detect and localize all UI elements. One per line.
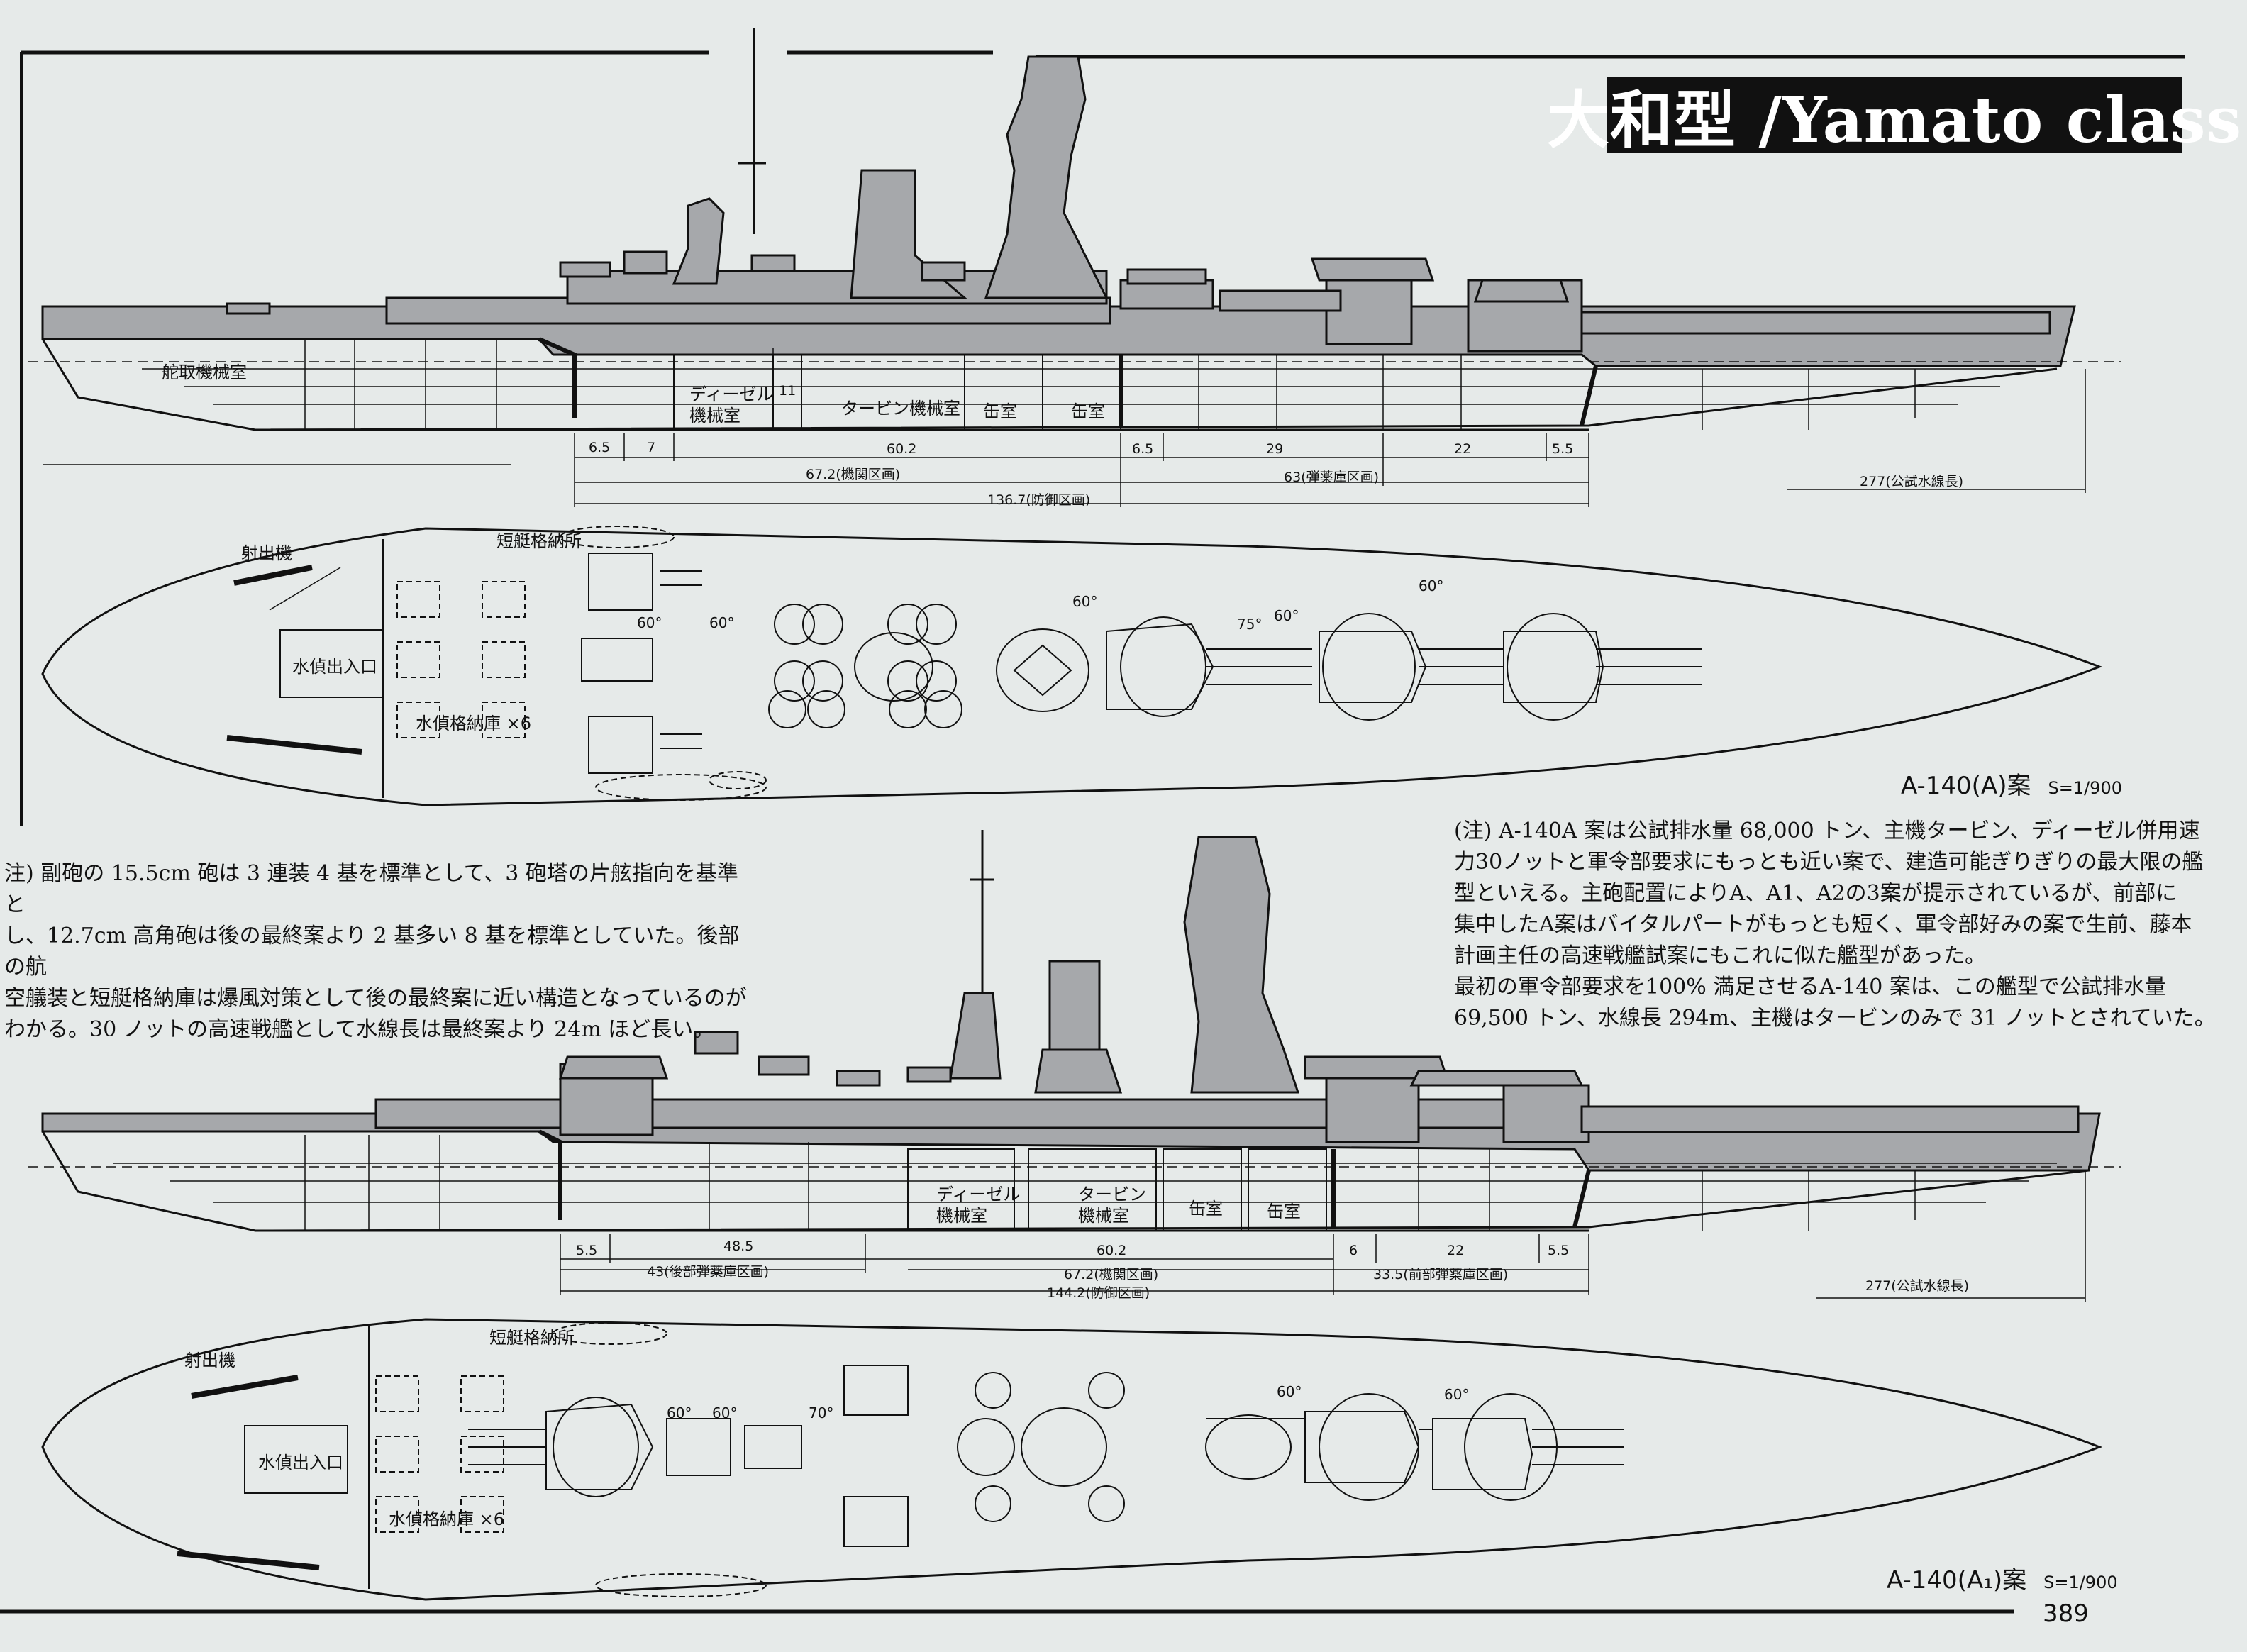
plan2-seaplane-hangar-label: 水偵格納庫 ×6: [389, 1509, 505, 1529]
plan2-top-view: [41, 1318, 2103, 1601]
plan1-boat-storage-label: 短艇格納所: [496, 531, 582, 551]
title-banner: 大和型 /Yamato class: [1547, 77, 2241, 157]
plan1-dim-waterline: 277(公試水線長): [1860, 474, 1964, 489]
plan1-dim-2: 7: [647, 440, 656, 455]
note-left-line: わかる。30 ノットの高速戦艦として水線長は最終案より 24m ほど長い。: [4, 1017, 715, 1042]
plan1-angle-4: 75°: [1237, 616, 1263, 633]
plan2-dim-1: 5.5: [576, 1243, 598, 1258]
plan2-dim-aft-magazine: 43(後部弾薬庫区画): [647, 1264, 770, 1280]
plan1-caption: A-140(A)案 S=1/900: [1901, 766, 2122, 801]
plan1-seaplane-hangar-label: 水偵格納庫 ×6: [416, 714, 532, 733]
plan2-diesel-label-2: 機械室: [936, 1206, 987, 1226]
plan2-angle-2: 60°: [712, 1404, 738, 1421]
note-left-line: 空艤装と短艇格納庫は爆風対策として後の最終案に近い構造となっているのが: [4, 986, 747, 1011]
plan1-angle-5: 60°: [1274, 607, 1299, 624]
plan2-turbine-label-1: タービン: [1078, 1185, 1146, 1204]
plan1-dim-magazine: 63(弾薬庫区画): [1284, 470, 1380, 485]
note-right-line: 69,500 トン、水線長 294m、主機はタービンのみで 31 ノットとされて…: [1454, 1006, 2216, 1031]
plan2-boiler-room-b: 缶室: [1267, 1202, 1301, 1221]
plan1-scale: S=1/900: [2048, 778, 2122, 798]
plan1-turbine-room: タービン機械室: [841, 399, 960, 418]
note-left-line: し、12.7cm 高角砲は後の最終案より 2 基多い 8 基を標準としていた。後…: [4, 924, 740, 980]
plan2-angle-3: 70°: [809, 1404, 834, 1421]
plan1-catapult-label: 射出機: [241, 543, 292, 563]
plan1-angle-1: 60°: [637, 614, 662, 631]
note-right-line: 集中したA案はバイタルパートがもっとも短く、軍令部好みの案で生前、藤本: [1454, 912, 2192, 937]
plan1-angle-2: 60°: [709, 614, 735, 631]
plan2-boat-storage-label: 短艇格納所: [489, 1328, 575, 1348]
plan1-seaplane-hatch-label: 水偵出入口: [292, 657, 377, 677]
plan2-dim-4: 6: [1349, 1243, 1358, 1258]
plan2-scale: S=1/900: [2043, 1573, 2118, 1592]
plan2-boiler-room-a: 缶室: [1189, 1199, 1223, 1219]
plan2-catapult-label: 射出機: [184, 1351, 235, 1370]
page-title: 大和型 /Yamato class: [1546, 82, 2243, 157]
plan1-angle-6: 60°: [1419, 577, 1444, 594]
plan2-dim-protected: 144.2(防御区画): [1047, 1285, 1150, 1301]
note-right-line: 型といえる。主砲配置によりA、A1、A2の3案が提示されているが、前部に: [1454, 881, 2177, 906]
plan2-diesel-label-1: ディーゼル: [936, 1185, 1021, 1204]
plan2-dim-3: 60.2: [1097, 1243, 1127, 1258]
plan1-dim-3: 60.2: [887, 441, 917, 457]
plan1-diesel-label-2: 機械室: [689, 406, 740, 426]
plan1-dim-1: 6.5: [589, 440, 611, 455]
plan2-side-profile: [28, 830, 2121, 1302]
note-right-line: 最初の軍令部要求を100% 満足させるA-140 案は、この艦型で公試排水量: [1454, 975, 2166, 999]
plan1-boiler-room-a: 缶室: [983, 401, 1017, 421]
plan2-dim-waterline: 277(公試水線長): [1865, 1278, 1970, 1294]
plan1-dim-7: 5.5: [1552, 441, 1574, 457]
plan1-dim-protected: 136.7(防御区画): [987, 492, 1091, 508]
plan1-boiler-room-b: 缶室: [1071, 401, 1105, 421]
plan1-top-view: [41, 526, 2103, 806]
plan2-turbine-label-2: 機械室: [1078, 1206, 1129, 1226]
plan2-seaplane-hatch-label: 水偵出入口: [258, 1453, 343, 1473]
note-right-line: (注) A-140A 案は公試排水量 68,000 トン、主機タービン、ディーゼ…: [1454, 819, 2200, 843]
plan1-height-mark: 11: [779, 383, 797, 399]
note-left-line: 注) 副砲の 15.5cm 砲は 3 連装 4 基を標準として、3 砲塔の片舷指…: [4, 861, 738, 917]
plan2-caption: A-140(A₁)案 S=1/900: [1887, 1560, 2118, 1595]
plan1-dim-4: 6.5: [1132, 441, 1154, 457]
plan2-dim-fwd-magazine: 33.5(前部弾薬庫区画): [1373, 1267, 1509, 1282]
note-right: (注) A-140A 案は公試排水量 68,000 トン、主機タービン、ディーゼ…: [1454, 816, 2220, 1034]
plan1-dim-machinery: 67.2(機関区画): [806, 467, 901, 482]
page-rules: [0, 50, 2185, 1614]
plan2-dim-6: 5.5: [1548, 1243, 1570, 1258]
plan1-dim-6: 22: [1454, 441, 1472, 457]
plan1-caption-title: A-140(A)案: [1901, 772, 2031, 800]
plan2-angle-5: 60°: [1444, 1386, 1470, 1403]
plan2-angle-1: 60°: [667, 1404, 692, 1421]
plan2-caption-title: A-140(A₁)案: [1887, 1566, 2027, 1595]
plan1-steering-room: 舵取機械室: [162, 362, 247, 382]
plan1-diesel-label-1: ディーゼル: [689, 384, 774, 404]
plan2-angle-4: 60°: [1277, 1383, 1302, 1400]
plan1-dim-5: 29: [1266, 441, 1284, 457]
plan2-dim-machinery: 67.2(機関区画): [1064, 1267, 1159, 1282]
plan2-dim-2: 48.5: [723, 1238, 754, 1254]
note-right-line: 力30ノットと軍令部要求にもっとも近い案で、建造可能ぎりぎりの最大限の艦: [1454, 850, 2204, 875]
note-left: 注) 副砲の 15.5cm 砲は 3 連装 4 基を標準として、3 砲塔の片舷指…: [4, 858, 749, 1046]
plan2-dim-5: 22: [1447, 1243, 1465, 1258]
page-number: 389: [2043, 1600, 2089, 1628]
note-right-line: 計画主任の高速戦艦試案にもこれに似た艦型があった。: [1454, 943, 1986, 968]
plan1-side-profile: [28, 28, 2121, 507]
plan1-angle-3: 60°: [1072, 593, 1098, 610]
